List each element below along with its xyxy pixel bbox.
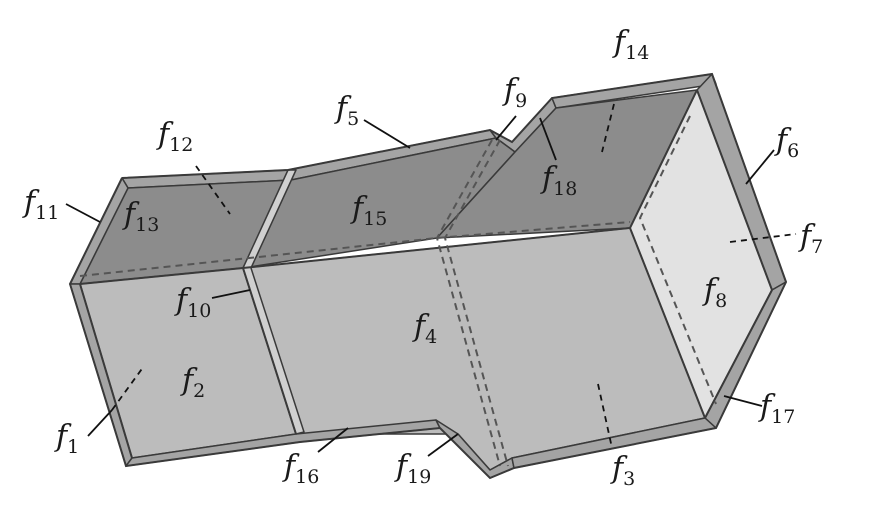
leader-f19 bbox=[427, 433, 459, 457]
leader-f1 bbox=[87, 409, 113, 437]
outline-edge bbox=[68, 72, 788, 480]
inner-edge bbox=[79, 89, 698, 285]
label-f7: f7 bbox=[798, 219, 823, 258]
edge-f8-right bbox=[696, 89, 773, 291]
edge-f8-bottom bbox=[704, 289, 773, 419]
leader-f1-d bbox=[111, 365, 145, 411]
edge-left-front bbox=[79, 283, 133, 459]
label-f12: f12 bbox=[156, 117, 193, 156]
label-f6: f6 bbox=[774, 123, 799, 162]
label-f15: f15 bbox=[350, 191, 387, 230]
edge-divider bbox=[242, 267, 297, 435]
leader-f5 bbox=[363, 119, 411, 149]
leader-f9 bbox=[495, 115, 517, 141]
hidden-edge-notch bbox=[435, 139, 501, 467]
leader-f14 bbox=[601, 103, 615, 153]
label-f19: f19 bbox=[394, 449, 431, 488]
leader-f12 bbox=[195, 165, 231, 215]
label-f16: f16 bbox=[282, 449, 319, 488]
leader-f10 bbox=[211, 289, 251, 299]
leader-f18 bbox=[539, 117, 557, 161]
leader-f11 bbox=[65, 203, 101, 223]
label-f9: f9 bbox=[502, 73, 527, 112]
leader-f6 bbox=[745, 149, 775, 185]
leader-f17 bbox=[723, 395, 763, 407]
label-f1: f1 bbox=[54, 419, 79, 458]
hidden-edge-notch-2 bbox=[443, 139, 509, 467]
hidden-edge-end bbox=[638, 115, 717, 405]
label-f14: f14 bbox=[612, 25, 649, 64]
leader-f16 bbox=[317, 427, 349, 453]
label-f11: f11 bbox=[22, 185, 59, 224]
label-f5: f5 bbox=[334, 91, 359, 130]
label-f3: f3 bbox=[610, 451, 635, 490]
label-f17: f17 bbox=[758, 389, 795, 428]
edge-f8-front bbox=[629, 227, 706, 419]
leader-f7 bbox=[729, 233, 797, 243]
